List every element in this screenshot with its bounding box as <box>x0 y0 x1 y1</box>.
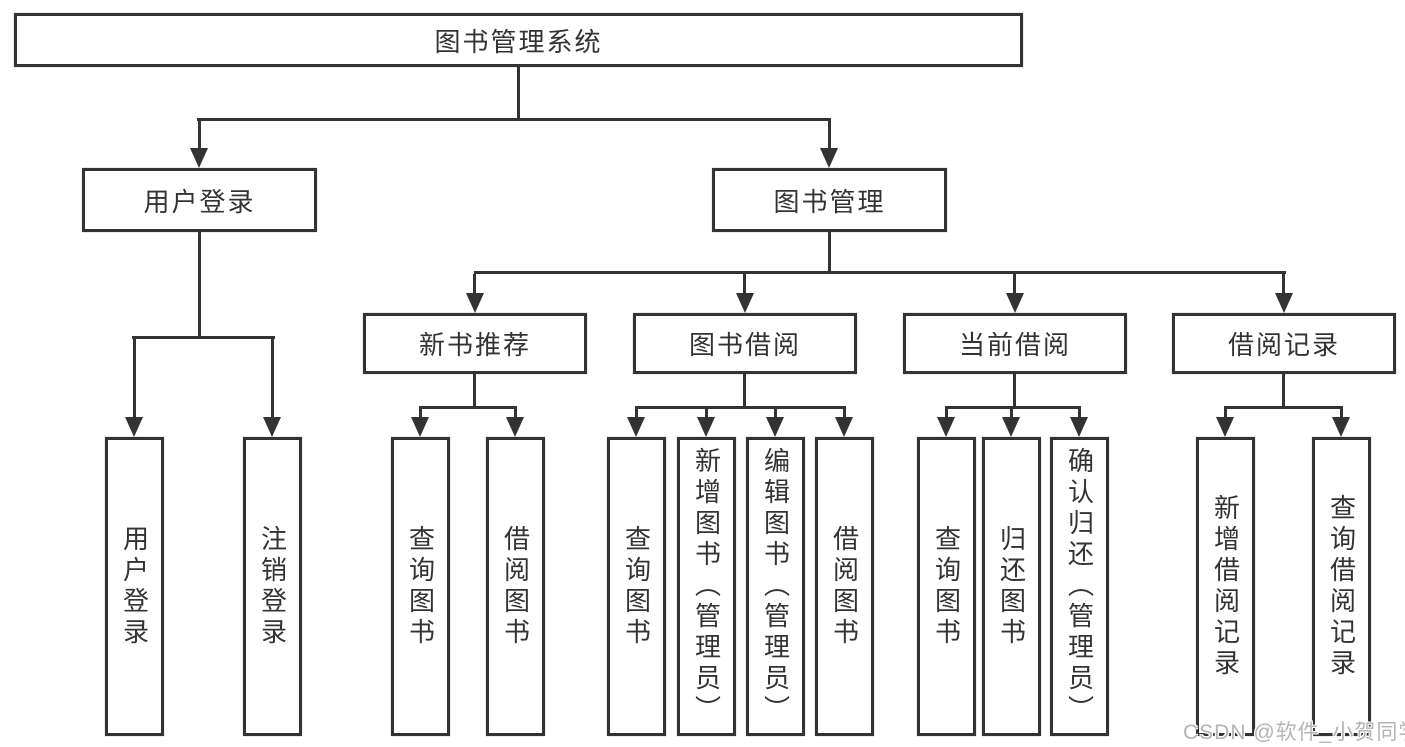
arrowhead-user-login <box>190 148 208 168</box>
node-user-login: 用户登录 <box>82 168 317 232</box>
connector-book-borrow-trunk <box>743 374 746 408</box>
connector-drop-book-mgmt <box>828 121 831 151</box>
arrowhead-logout <box>263 417 281 437</box>
connector-drop-nb-query <box>419 409 422 419</box>
connector-drop-bb-borrow <box>843 409 846 419</box>
connector-user-login-branch <box>132 336 275 339</box>
node-current-borrow: 当前借阅 <box>903 313 1127 374</box>
node-new-book-label: 新书推荐 <box>418 330 531 360</box>
leaf-bb-edit-books-admin: 编辑图书（管理员） <box>746 437 805 736</box>
connector-book-mgmt-branch <box>474 271 1286 274</box>
arrowhead-br-add <box>1216 417 1234 437</box>
connector-new-book-branch <box>419 406 517 409</box>
leaf-bb-borrow-books-label: 借阅图书 <box>829 524 860 649</box>
connector-book-mgmt-trunk <box>828 232 831 274</box>
leaf-br-query-record-label: 查询借阅记录 <box>1326 493 1357 680</box>
leaf-nb-query-books: 查询图书 <box>391 437 450 736</box>
leaf-cb-confirm-return-admin: 确认归还（管理员） <box>1050 437 1109 736</box>
connector-drop-bb-add <box>705 409 708 419</box>
connector-drop-user-login <box>198 121 201 151</box>
connector-book-borrow-branch <box>635 406 846 409</box>
connector-drop-current-borrow <box>1013 274 1016 295</box>
arrowhead-bb-query <box>627 417 645 437</box>
arrowhead-current-borrow <box>1006 293 1024 313</box>
arrowhead-cb-query <box>937 417 955 437</box>
node-book-borrow-label: 图书借阅 <box>688 330 801 360</box>
arrowhead-borrow-record <box>1275 293 1293 313</box>
leaf-bb-query-books-label: 查询图书 <box>621 524 652 649</box>
arrowhead-bb-edit <box>766 417 784 437</box>
leaf-bb-query-books: 查询图书 <box>607 437 666 736</box>
arrowhead-new-book <box>466 293 484 313</box>
node-book-mgmt-label: 图书管理 <box>773 186 886 217</box>
node-new-book: 新书推荐 <box>363 313 587 374</box>
leaf-logout: 注销登录 <box>243 437 302 736</box>
connector-drop-bb-query <box>635 409 638 419</box>
connector-user-login-trunk <box>198 232 201 339</box>
leaf-logout-label: 注销登录 <box>257 524 288 649</box>
node-user-login-label: 用户登录 <box>143 186 256 217</box>
connector-drop-br-add <box>1224 409 1227 419</box>
leaf-user-login: 用户登录 <box>105 437 164 736</box>
connector-current-borrow-branch <box>945 406 1081 409</box>
arrowhead-br-query <box>1332 417 1350 437</box>
arrowhead-nb-query <box>411 417 429 437</box>
connector-drop-nb-borrow <box>514 409 517 419</box>
node-borrow-record-label: 借阅记录 <box>1227 330 1340 360</box>
connector-drop-borrow-record <box>1282 274 1285 295</box>
connector-borrow-record-branch <box>1224 406 1343 409</box>
node-book-mgmt: 图书管理 <box>712 168 947 232</box>
arrowhead-bb-borrow <box>835 417 853 437</box>
connector-drop-br-query <box>1340 409 1343 419</box>
connector-drop-cb-confirm <box>1078 409 1081 419</box>
node-root-label: 图书管理系统 <box>434 26 603 57</box>
arrowhead-bb-add <box>697 417 715 437</box>
connector-drop-cb-return <box>1010 409 1013 419</box>
leaf-user-login-label: 用户登录 <box>119 524 150 649</box>
connector-root-branch <box>197 118 831 121</box>
connector-current-borrow-trunk <box>1013 374 1016 408</box>
leaf-bb-edit-books-admin-label: 编辑图书（管理员） <box>760 447 791 726</box>
arrowhead-cb-confirm <box>1070 417 1088 437</box>
leaf-br-add-record-label: 新增借阅记录 <box>1210 493 1241 680</box>
leaf-cb-return-books: 归还图书 <box>982 437 1041 736</box>
connector-drop-login <box>133 339 136 419</box>
node-current-borrow-label: 当前借阅 <box>958 330 1071 360</box>
leaf-cb-query-books-label: 查询图书 <box>931 524 962 649</box>
node-book-borrow: 图书借阅 <box>633 313 857 374</box>
arrowhead-book-mgmt <box>820 148 838 168</box>
arrowhead-book-borrow <box>736 293 754 313</box>
leaf-cb-query-books: 查询图书 <box>917 437 976 736</box>
leaf-nb-borrow-books-label: 借阅图书 <box>500 524 531 649</box>
leaf-bb-add-books-admin: 新增图书（管理员） <box>677 437 736 736</box>
connector-root-trunk <box>517 67 520 118</box>
leaf-cb-return-books-label: 归还图书 <box>996 524 1027 649</box>
arrowhead-cb-return <box>1002 417 1020 437</box>
connector-new-book-trunk <box>473 374 476 408</box>
leaf-br-add-record: 新增借阅记录 <box>1196 437 1255 736</box>
leaf-bb-borrow-books: 借阅图书 <box>815 437 874 736</box>
connector-drop-logout <box>271 339 274 419</box>
watermark: CSDN @软件_小贺同学 <box>1183 721 1405 744</box>
connector-drop-new-book <box>473 274 476 295</box>
connector-drop-cb-query <box>945 409 948 419</box>
arrowhead-nb-borrow <box>506 417 524 437</box>
arrowhead-login <box>125 417 143 437</box>
leaf-cb-confirm-return-admin-label: 确认归还（管理员） <box>1064 447 1095 726</box>
leaf-br-query-record: 查询借阅记录 <box>1312 437 1371 736</box>
leaf-nb-query-books-label: 查询图书 <box>405 524 436 649</box>
connector-drop-book-borrow <box>743 274 746 295</box>
leaf-nb-borrow-books: 借阅图书 <box>486 437 545 736</box>
leaf-bb-add-books-admin-label: 新增图书（管理员） <box>691 447 722 726</box>
node-borrow-record: 借阅记录 <box>1172 313 1396 374</box>
node-root: 图书管理系统 <box>14 13 1023 67</box>
connector-borrow-record-trunk <box>1282 374 1285 408</box>
connector-drop-bb-edit <box>774 409 777 419</box>
